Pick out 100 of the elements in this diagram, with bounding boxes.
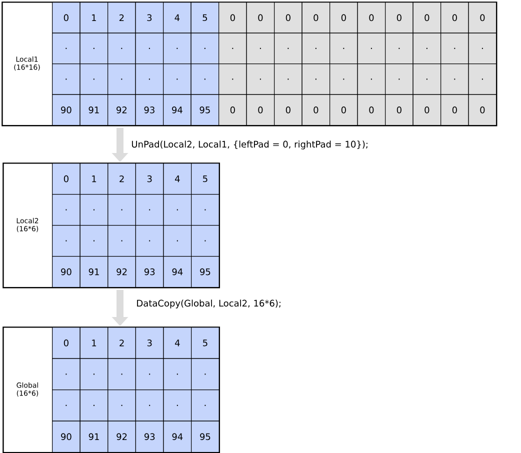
table-cell: 0 — [440, 2, 469, 34]
table-cell: 91 — [80, 256, 108, 288]
table-cell: 0 — [218, 2, 247, 34]
table-cell: . — [135, 194, 164, 226]
table-cell: . — [52, 194, 80, 226]
table-cell: . — [163, 225, 192, 257]
table-cell: . — [135, 64, 164, 95]
table-cell: 0 — [468, 94, 497, 126]
table-cell: . — [190, 64, 220, 95]
table-cell: 93 — [135, 256, 164, 288]
table-cell: 0 — [302, 94, 330, 126]
table-cell: . — [357, 32, 386, 64]
table-cell: . — [190, 32, 220, 64]
table-cell: . — [468, 64, 497, 95]
table-cell: 94 — [163, 420, 192, 453]
table-cell: 0 — [274, 94, 302, 126]
table-cell: 0 — [246, 94, 275, 126]
table-cell: . — [412, 64, 442, 95]
table-cell: 3 — [135, 2, 164, 34]
table-cell: 0 — [218, 94, 247, 126]
table-cell: . — [108, 225, 136, 257]
table-cell: 90 — [52, 94, 80, 126]
table-cell: . — [163, 32, 192, 64]
table-cell: 93 — [135, 94, 164, 126]
table-cell: 0 — [385, 94, 414, 126]
table-cell: . — [191, 390, 220, 422]
table-cell: . — [135, 358, 164, 390]
table-cell: . — [80, 32, 108, 64]
table-cell: 0 — [246, 2, 275, 34]
table-cell: . — [302, 32, 330, 64]
table-cell: 3 — [135, 163, 164, 195]
table-cell: . — [191, 194, 220, 226]
table-cell: . — [274, 64, 302, 95]
table-cell: 2 — [108, 327, 136, 359]
table-cell: . — [246, 64, 275, 95]
table-cell: . — [191, 358, 220, 390]
table-cell: 3 — [135, 327, 164, 359]
table-cell: . — [274, 32, 302, 64]
table-cell: 90 — [52, 256, 80, 288]
table-cell: . — [468, 32, 497, 64]
table-cell: . — [385, 64, 414, 95]
table-cell: . — [330, 32, 358, 64]
table-cell: 0 — [302, 2, 330, 34]
table-cell: . — [135, 225, 164, 257]
table-cell: . — [108, 194, 136, 226]
table-cell: . — [163, 64, 192, 95]
table-cell: 92 — [108, 420, 136, 453]
table-cell: . — [80, 390, 108, 422]
table-cell: 90 — [52, 420, 80, 453]
table-cell: 0 — [52, 163, 80, 195]
table-cell: 5 — [190, 2, 220, 34]
table-cell: . — [357, 64, 386, 95]
table-cell: 4 — [163, 163, 192, 195]
table-cell: 1 — [80, 327, 108, 359]
table-cell: . — [52, 64, 80, 95]
table-cell: 4 — [163, 2, 192, 34]
table-cell: . — [218, 32, 247, 64]
table-cell: 0 — [412, 94, 442, 126]
table-cell: 92 — [108, 94, 136, 126]
table-cell: . — [412, 32, 442, 64]
table-cell: . — [80, 194, 108, 226]
table-cell: . — [108, 390, 136, 422]
edge-label: DataCopy(Global, Local2, 16*6); — [135, 298, 282, 310]
table-cell: 4 — [163, 327, 192, 359]
table-cell: . — [440, 32, 469, 64]
table-cell: . — [163, 194, 192, 226]
table-cell: 0 — [385, 2, 414, 34]
table-cell: 0 — [357, 2, 386, 34]
table-cell: . — [246, 32, 275, 64]
table-cell: . — [330, 64, 358, 95]
table-cell: 5 — [191, 163, 220, 195]
table-cell: . — [52, 225, 80, 257]
table-cell: 0 — [468, 2, 497, 34]
table-cell: 94 — [163, 94, 192, 126]
table-cell: 0 — [357, 94, 386, 126]
table-cell: . — [80, 225, 108, 257]
table-cell: 95 — [190, 94, 220, 126]
table-cell: . — [80, 358, 108, 390]
table-cell: 0 — [274, 2, 302, 34]
table-cell: . — [163, 390, 192, 422]
edge-label: UnPad(Local2, Local1, {leftPad = 0, rightPad = 10}); — [130, 140, 370, 150]
table-cell: 91 — [80, 94, 108, 126]
table-cell: 92 — [108, 256, 136, 288]
table-cell: . — [218, 64, 247, 95]
table-cell: . — [191, 225, 220, 257]
table-cell: 2 — [108, 163, 136, 195]
table-cell: 95 — [191, 256, 220, 288]
table-cell: 93 — [135, 420, 164, 453]
table-cell: 1 — [80, 163, 108, 195]
table-cell: 0 — [52, 2, 80, 34]
table-cell: . — [163, 358, 192, 390]
table-cell: . — [385, 32, 414, 64]
table-cell: 91 — [80, 420, 108, 453]
table-cell: 1 — [80, 2, 108, 34]
table-cell: 0 — [330, 94, 358, 126]
table-cell: . — [302, 64, 330, 95]
table-cell: 95 — [191, 420, 220, 453]
table-cell: 2 — [108, 2, 136, 34]
table-cell: 0 — [412, 2, 442, 34]
table-cell: 0 — [330, 2, 358, 34]
